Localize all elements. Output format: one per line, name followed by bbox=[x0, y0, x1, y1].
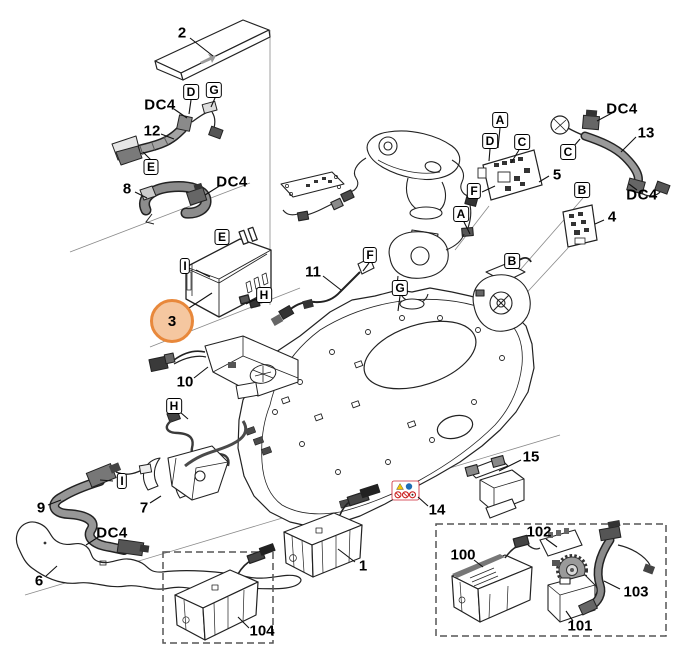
part-103-cable-drawing bbox=[577, 520, 656, 616]
prohibition-icons bbox=[394, 491, 417, 499]
part-number-11: 11 bbox=[305, 263, 321, 281]
connector-code-dc4-part13-top: DC4 bbox=[606, 100, 638, 118]
position-marker-F-2: F bbox=[466, 183, 482, 199]
position-marker-A-1: A bbox=[492, 112, 508, 128]
part-number-13: 13 bbox=[637, 124, 655, 142]
part-10-harness-drawing bbox=[148, 335, 299, 400]
gear-icon bbox=[556, 554, 588, 586]
position-marker-B-1: B bbox=[574, 182, 590, 198]
position-marker-I-1: I bbox=[179, 258, 191, 274]
part-100-battery-drawing bbox=[451, 534, 541, 623]
variant-box-104 bbox=[162, 543, 276, 644]
part-4-circuit-board-drawing bbox=[562, 204, 598, 248]
part-number-10: 10 bbox=[176, 373, 194, 391]
direction-arrow-icon bbox=[200, 54, 216, 64]
part-13-harness-drawing bbox=[550, 109, 671, 197]
part-number-102: 102 bbox=[526, 523, 552, 541]
part-number-100: 100 bbox=[450, 546, 476, 564]
part-2-cover-strip bbox=[154, 19, 271, 81]
part-15-bracket-drawing bbox=[464, 455, 525, 519]
part-number-6: 6 bbox=[34, 572, 44, 590]
part-number-4: 4 bbox=[607, 208, 617, 226]
position-marker-H-2: H bbox=[166, 398, 182, 414]
part-number-15: 15 bbox=[522, 448, 540, 466]
part-number-14: 14 bbox=[428, 501, 446, 519]
leader-lines bbox=[45, 37, 638, 629]
read-manual-blue-icon bbox=[405, 483, 413, 490]
part-number-1: 1 bbox=[358, 557, 368, 575]
position-marker-G-1: G bbox=[205, 82, 223, 98]
position-marker-H-1: H bbox=[256, 287, 272, 303]
position-marker-A-2: A bbox=[453, 206, 469, 222]
part-9-cable-drawing bbox=[49, 462, 153, 557]
position-marker-D-2: D bbox=[482, 133, 498, 149]
part-number-103: 103 bbox=[623, 583, 649, 601]
part-number-101: 101 bbox=[567, 617, 593, 635]
part-14-safety-sticker bbox=[391, 480, 420, 501]
position-marker-B-2: B bbox=[504, 253, 520, 269]
position-marker-E-1: E bbox=[143, 159, 159, 175]
console-assembly-drawing bbox=[280, 130, 479, 237]
blade-motor-drawing bbox=[388, 229, 465, 310]
connector-code-dc4-part8: DC4 bbox=[216, 173, 248, 191]
part-number-8: 8 bbox=[122, 180, 132, 198]
part-5-circuit-board-drawing bbox=[477, 149, 543, 201]
position-marker-D-1: D bbox=[183, 84, 199, 100]
part-number-9: 9 bbox=[36, 499, 46, 517]
position-marker-C-1: C bbox=[514, 134, 530, 150]
position-marker-G-2: G bbox=[391, 280, 409, 296]
position-marker-C-2: C bbox=[560, 144, 576, 160]
chassis-body-drawing bbox=[237, 287, 535, 528]
position-marker-I-2: I bbox=[116, 473, 128, 489]
part-number-7: 7 bbox=[139, 499, 149, 517]
part-number-3: 3 bbox=[167, 312, 177, 330]
part-number-12: 12 bbox=[143, 122, 161, 140]
part-1-battery-drawing bbox=[283, 483, 381, 578]
part-104-battery-drawing bbox=[174, 543, 276, 641]
highlighted-part-3-marker[interactable]: 3 bbox=[150, 299, 194, 343]
variant-box-100-103 bbox=[435, 520, 667, 637]
position-marker-E-2: E bbox=[214, 229, 230, 245]
part-12-cable-drawing bbox=[111, 100, 224, 166]
connector-code-dc4-part13-bottom: DC4 bbox=[626, 186, 658, 204]
part-number-104: 104 bbox=[249, 622, 275, 640]
wheel-motor-drawing bbox=[472, 257, 532, 332]
connector-code-dc4-part12: DC4 bbox=[144, 96, 176, 114]
warning-triangle-icon bbox=[396, 483, 404, 490]
part-number-5: 5 bbox=[552, 166, 562, 184]
part-number-2: 2 bbox=[177, 24, 187, 42]
part-3-cover-drawing bbox=[185, 226, 272, 318]
connector-code-dc4-part9: DC4 bbox=[96, 524, 128, 542]
position-marker-F-1: F bbox=[362, 247, 378, 263]
